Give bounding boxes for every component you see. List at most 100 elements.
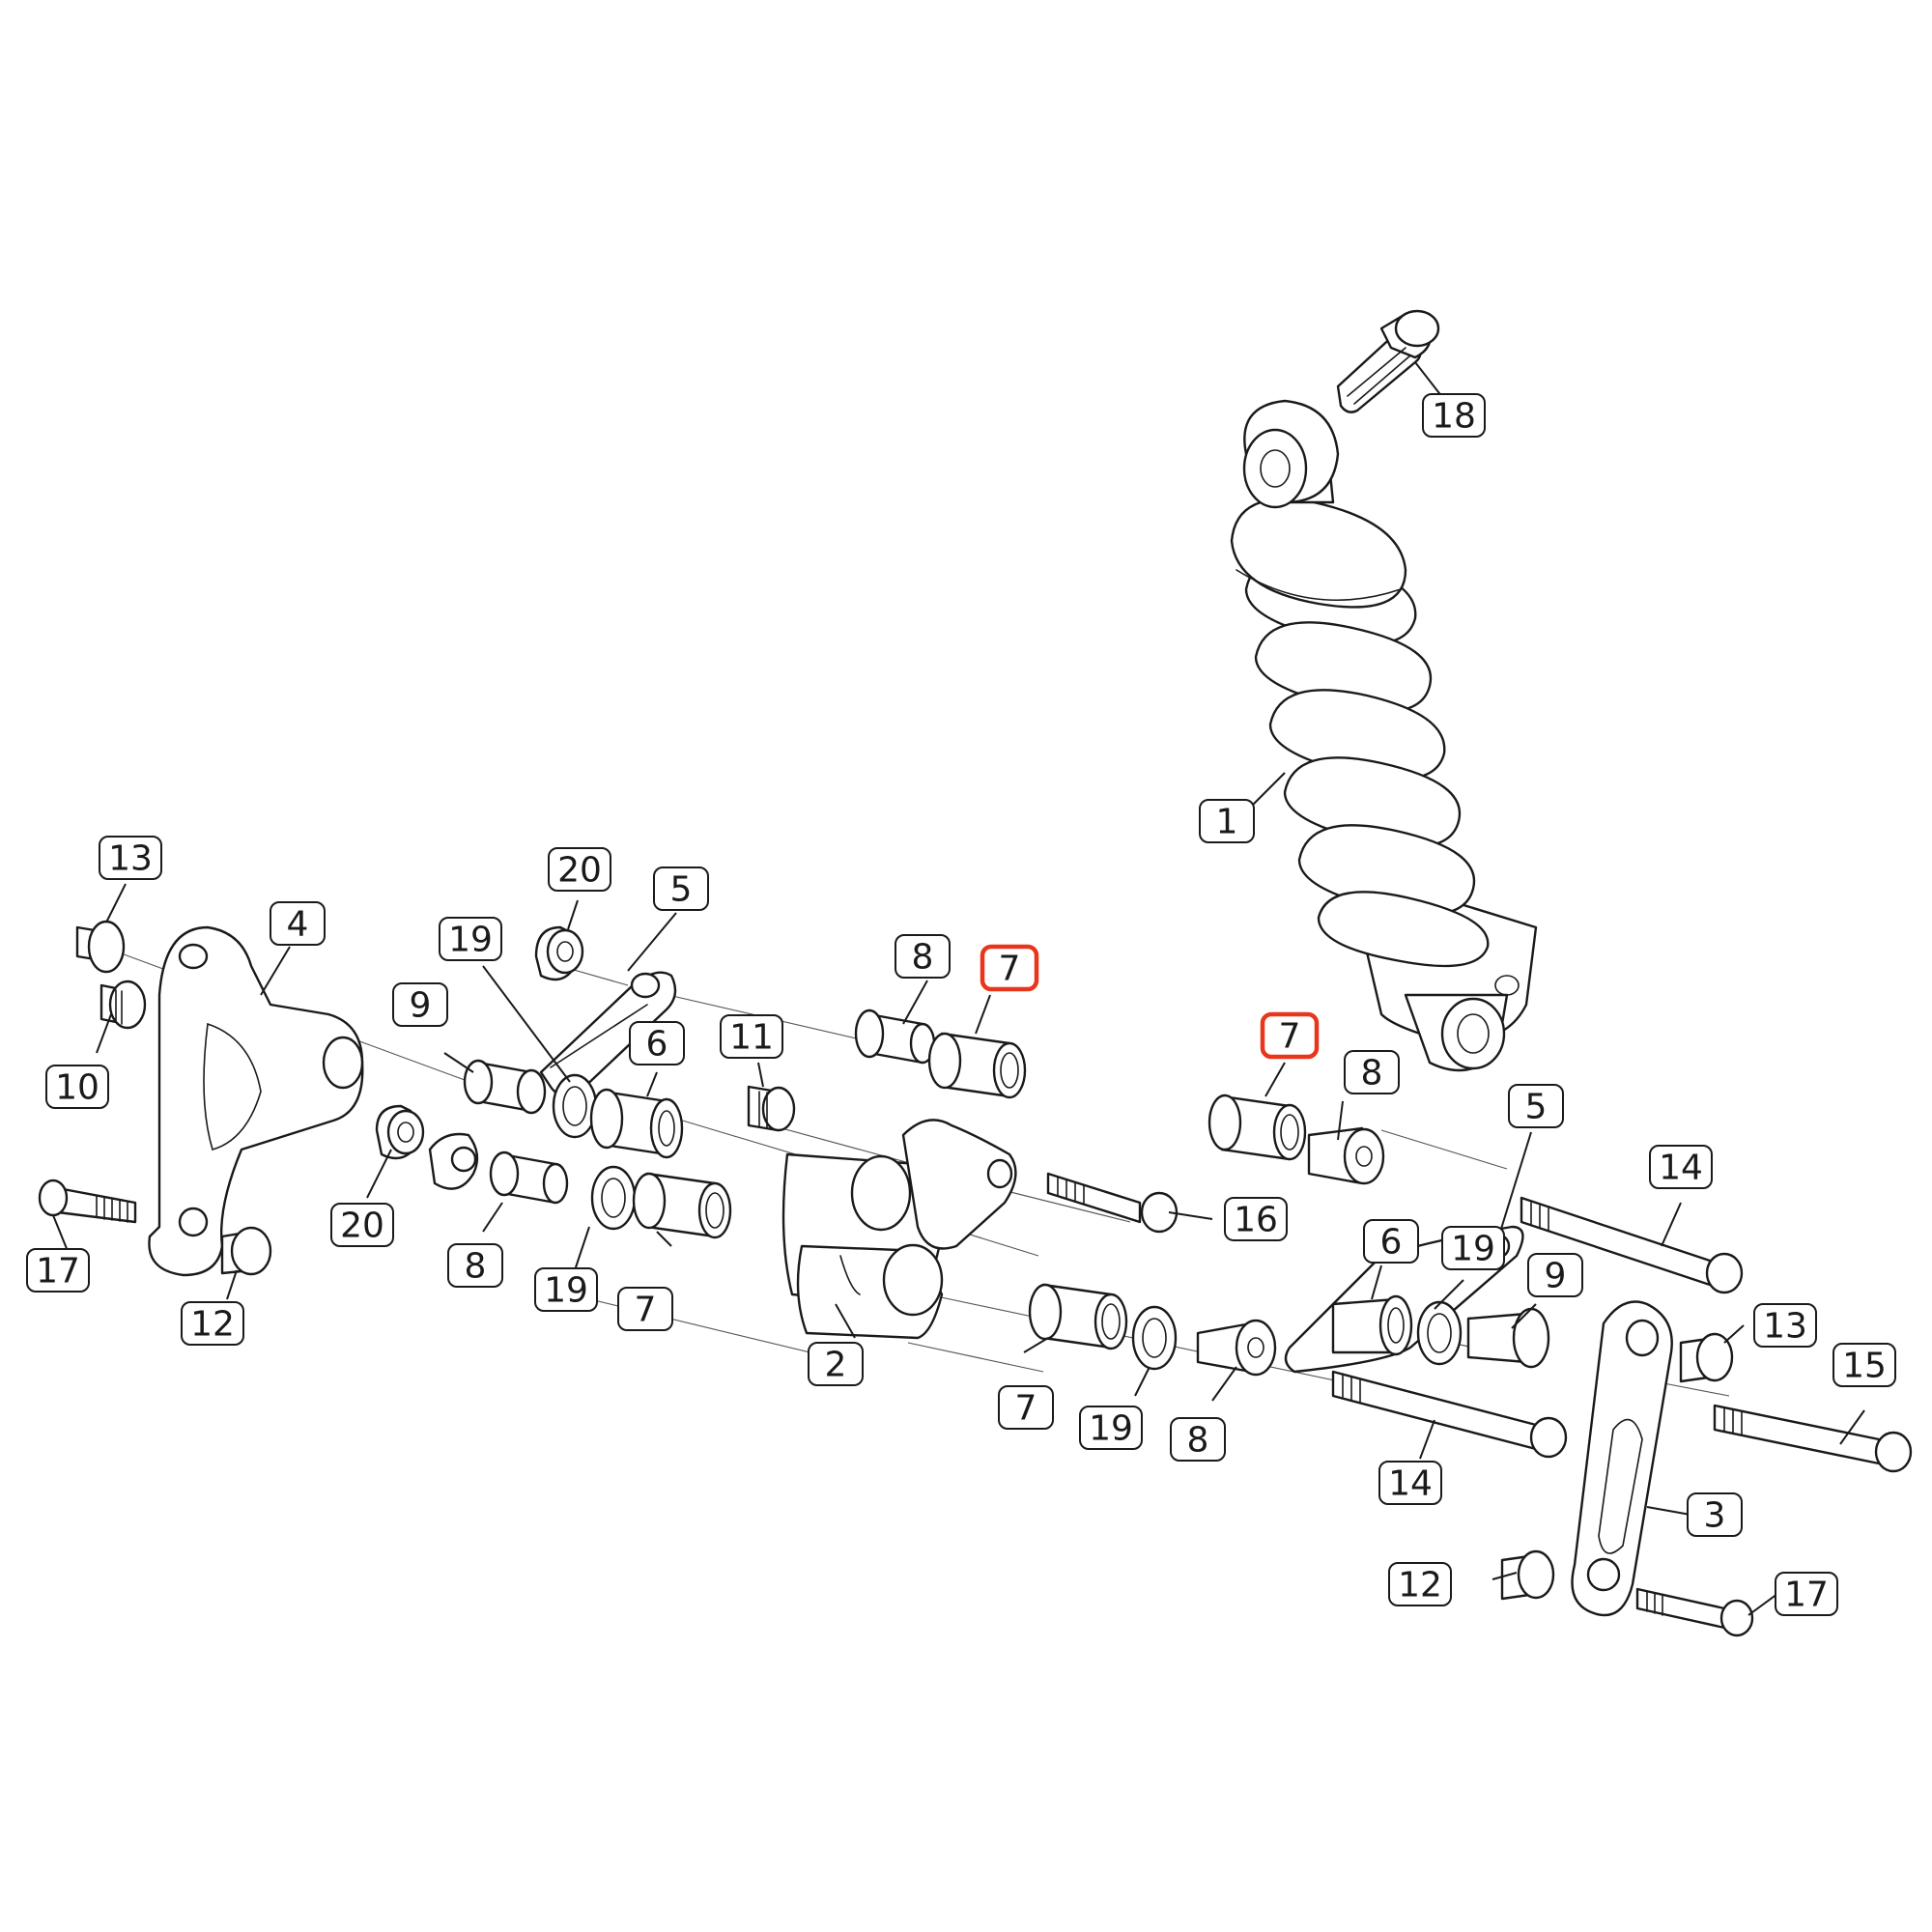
callout-box xyxy=(1388,1562,1452,1606)
callout-box xyxy=(1378,1461,1442,1505)
callout-label: 7 xyxy=(999,950,1021,989)
callout-8: 8 xyxy=(447,1243,503,1288)
callout-14: 14 xyxy=(1378,1461,1442,1505)
callout-3: 3 xyxy=(1687,1492,1743,1537)
callout-box xyxy=(629,1021,685,1065)
callout-box xyxy=(1753,1303,1817,1348)
callout-box xyxy=(653,867,709,911)
callout-9: 9 xyxy=(392,982,448,1027)
callout-label: 9 xyxy=(1545,1257,1567,1296)
callout-label: 19 xyxy=(1451,1230,1495,1269)
link-arm-lower-icon xyxy=(428,1132,479,1190)
needle-bearing-icon xyxy=(927,1032,1027,1099)
callout-8: 8 xyxy=(895,934,951,979)
callout-11: 11 xyxy=(720,1014,783,1059)
callout-13: 13 xyxy=(99,836,162,880)
flanged-bushing-icon xyxy=(1196,1319,1277,1377)
needle-bearing-icon xyxy=(1028,1283,1128,1350)
cap-bushing-icon xyxy=(220,1226,272,1276)
callout-12: 12 xyxy=(181,1301,244,1346)
callout-7: 7 xyxy=(980,944,1039,992)
callout-box xyxy=(99,836,162,880)
callout-box xyxy=(998,1385,1054,1430)
callout-20: 20 xyxy=(330,1203,394,1247)
callout-box xyxy=(1687,1492,1743,1537)
bolt-icon xyxy=(38,1179,137,1224)
callout-13: 13 xyxy=(1753,1303,1817,1348)
callout-label: 17 xyxy=(36,1252,80,1292)
callout-label: 7 xyxy=(635,1291,657,1330)
callout-15: 15 xyxy=(1833,1343,1896,1387)
flange-nut-icon xyxy=(534,925,584,981)
callout-5: 5 xyxy=(1508,1084,1564,1128)
callout-2: 2 xyxy=(808,1342,864,1386)
callout-label: 6 xyxy=(646,1025,668,1065)
callout-box xyxy=(895,934,951,979)
leader-lines xyxy=(52,361,1865,1616)
callout-12: 12 xyxy=(1388,1562,1452,1606)
callout-9: 9 xyxy=(1527,1253,1583,1297)
flange-nut-icon xyxy=(375,1104,425,1160)
cap-bushing-icon xyxy=(1679,1332,1734,1383)
long-bolt-icon xyxy=(1713,1404,1913,1473)
callout-label: 7 xyxy=(1279,1017,1301,1057)
callout-17: 17 xyxy=(26,1248,90,1293)
callout-label: 11 xyxy=(729,1018,774,1058)
flange-bolt-icon xyxy=(1336,309,1440,413)
flanged-bushing-icon xyxy=(489,1151,569,1205)
callout-box xyxy=(1649,1145,1713,1189)
spacer-bushing-icon xyxy=(589,1088,684,1159)
callout-box-highlighted xyxy=(1260,1011,1320,1060)
callout-box xyxy=(1508,1084,1564,1128)
callout-label: 8 xyxy=(1361,1054,1383,1094)
callout-box xyxy=(1363,1219,1419,1264)
callout-box xyxy=(1527,1253,1583,1297)
threaded-insert-icon xyxy=(99,980,147,1030)
callout-19: 19 xyxy=(1079,1406,1143,1450)
callout-box xyxy=(808,1342,864,1386)
callout-7: 7 xyxy=(998,1385,1054,1430)
seal-ring-icon xyxy=(1416,1300,1463,1366)
callout-label: 19 xyxy=(448,921,493,960)
callout-19: 19 xyxy=(534,1267,598,1312)
callout-label: 9 xyxy=(410,986,432,1026)
callout-6: 6 xyxy=(629,1021,685,1065)
callout-box xyxy=(1422,393,1486,438)
bolt-icon xyxy=(1046,1172,1179,1234)
bolt-icon xyxy=(1635,1587,1754,1637)
callout-box xyxy=(392,982,448,1027)
callout-7: 7 xyxy=(1260,1011,1320,1060)
callout-label: 6 xyxy=(1380,1223,1403,1263)
callout-10: 10 xyxy=(45,1065,109,1109)
callout-box xyxy=(1833,1343,1896,1387)
linkage-plate-left-icon xyxy=(148,925,364,1277)
callout-4: 4 xyxy=(270,901,326,946)
callout-label: 10 xyxy=(55,1068,99,1108)
callout-label: 8 xyxy=(1187,1421,1209,1461)
callout-box xyxy=(720,1014,783,1059)
callout-label: 15 xyxy=(1842,1347,1887,1386)
callout-box xyxy=(45,1065,109,1109)
linkage-plate-right-icon xyxy=(1571,1300,1673,1617)
callout-19: 19 xyxy=(1441,1226,1505,1270)
shock-absorber-icon xyxy=(1230,399,1538,1072)
callout-14: 14 xyxy=(1649,1145,1713,1189)
seal-ring-icon xyxy=(590,1165,637,1231)
threaded-insert-icon xyxy=(747,1085,796,1132)
callout-box xyxy=(1224,1197,1288,1241)
callout-label: 5 xyxy=(670,870,693,910)
callout-box xyxy=(26,1248,90,1293)
callout-8: 8 xyxy=(1170,1417,1226,1462)
flanged-bushing-icon xyxy=(463,1059,547,1115)
callout-label: 13 xyxy=(108,839,153,879)
callout-label: 1 xyxy=(1216,803,1238,842)
callout-label: 18 xyxy=(1432,397,1476,437)
callout-box xyxy=(1170,1417,1226,1462)
seal-ring-icon xyxy=(1131,1305,1178,1371)
callout-label: 4 xyxy=(287,905,309,945)
callout-label: 13 xyxy=(1763,1307,1807,1347)
callout-label: 12 xyxy=(1398,1566,1442,1605)
callout-label: 3 xyxy=(1704,1496,1726,1536)
callout-7: 7 xyxy=(617,1287,673,1331)
